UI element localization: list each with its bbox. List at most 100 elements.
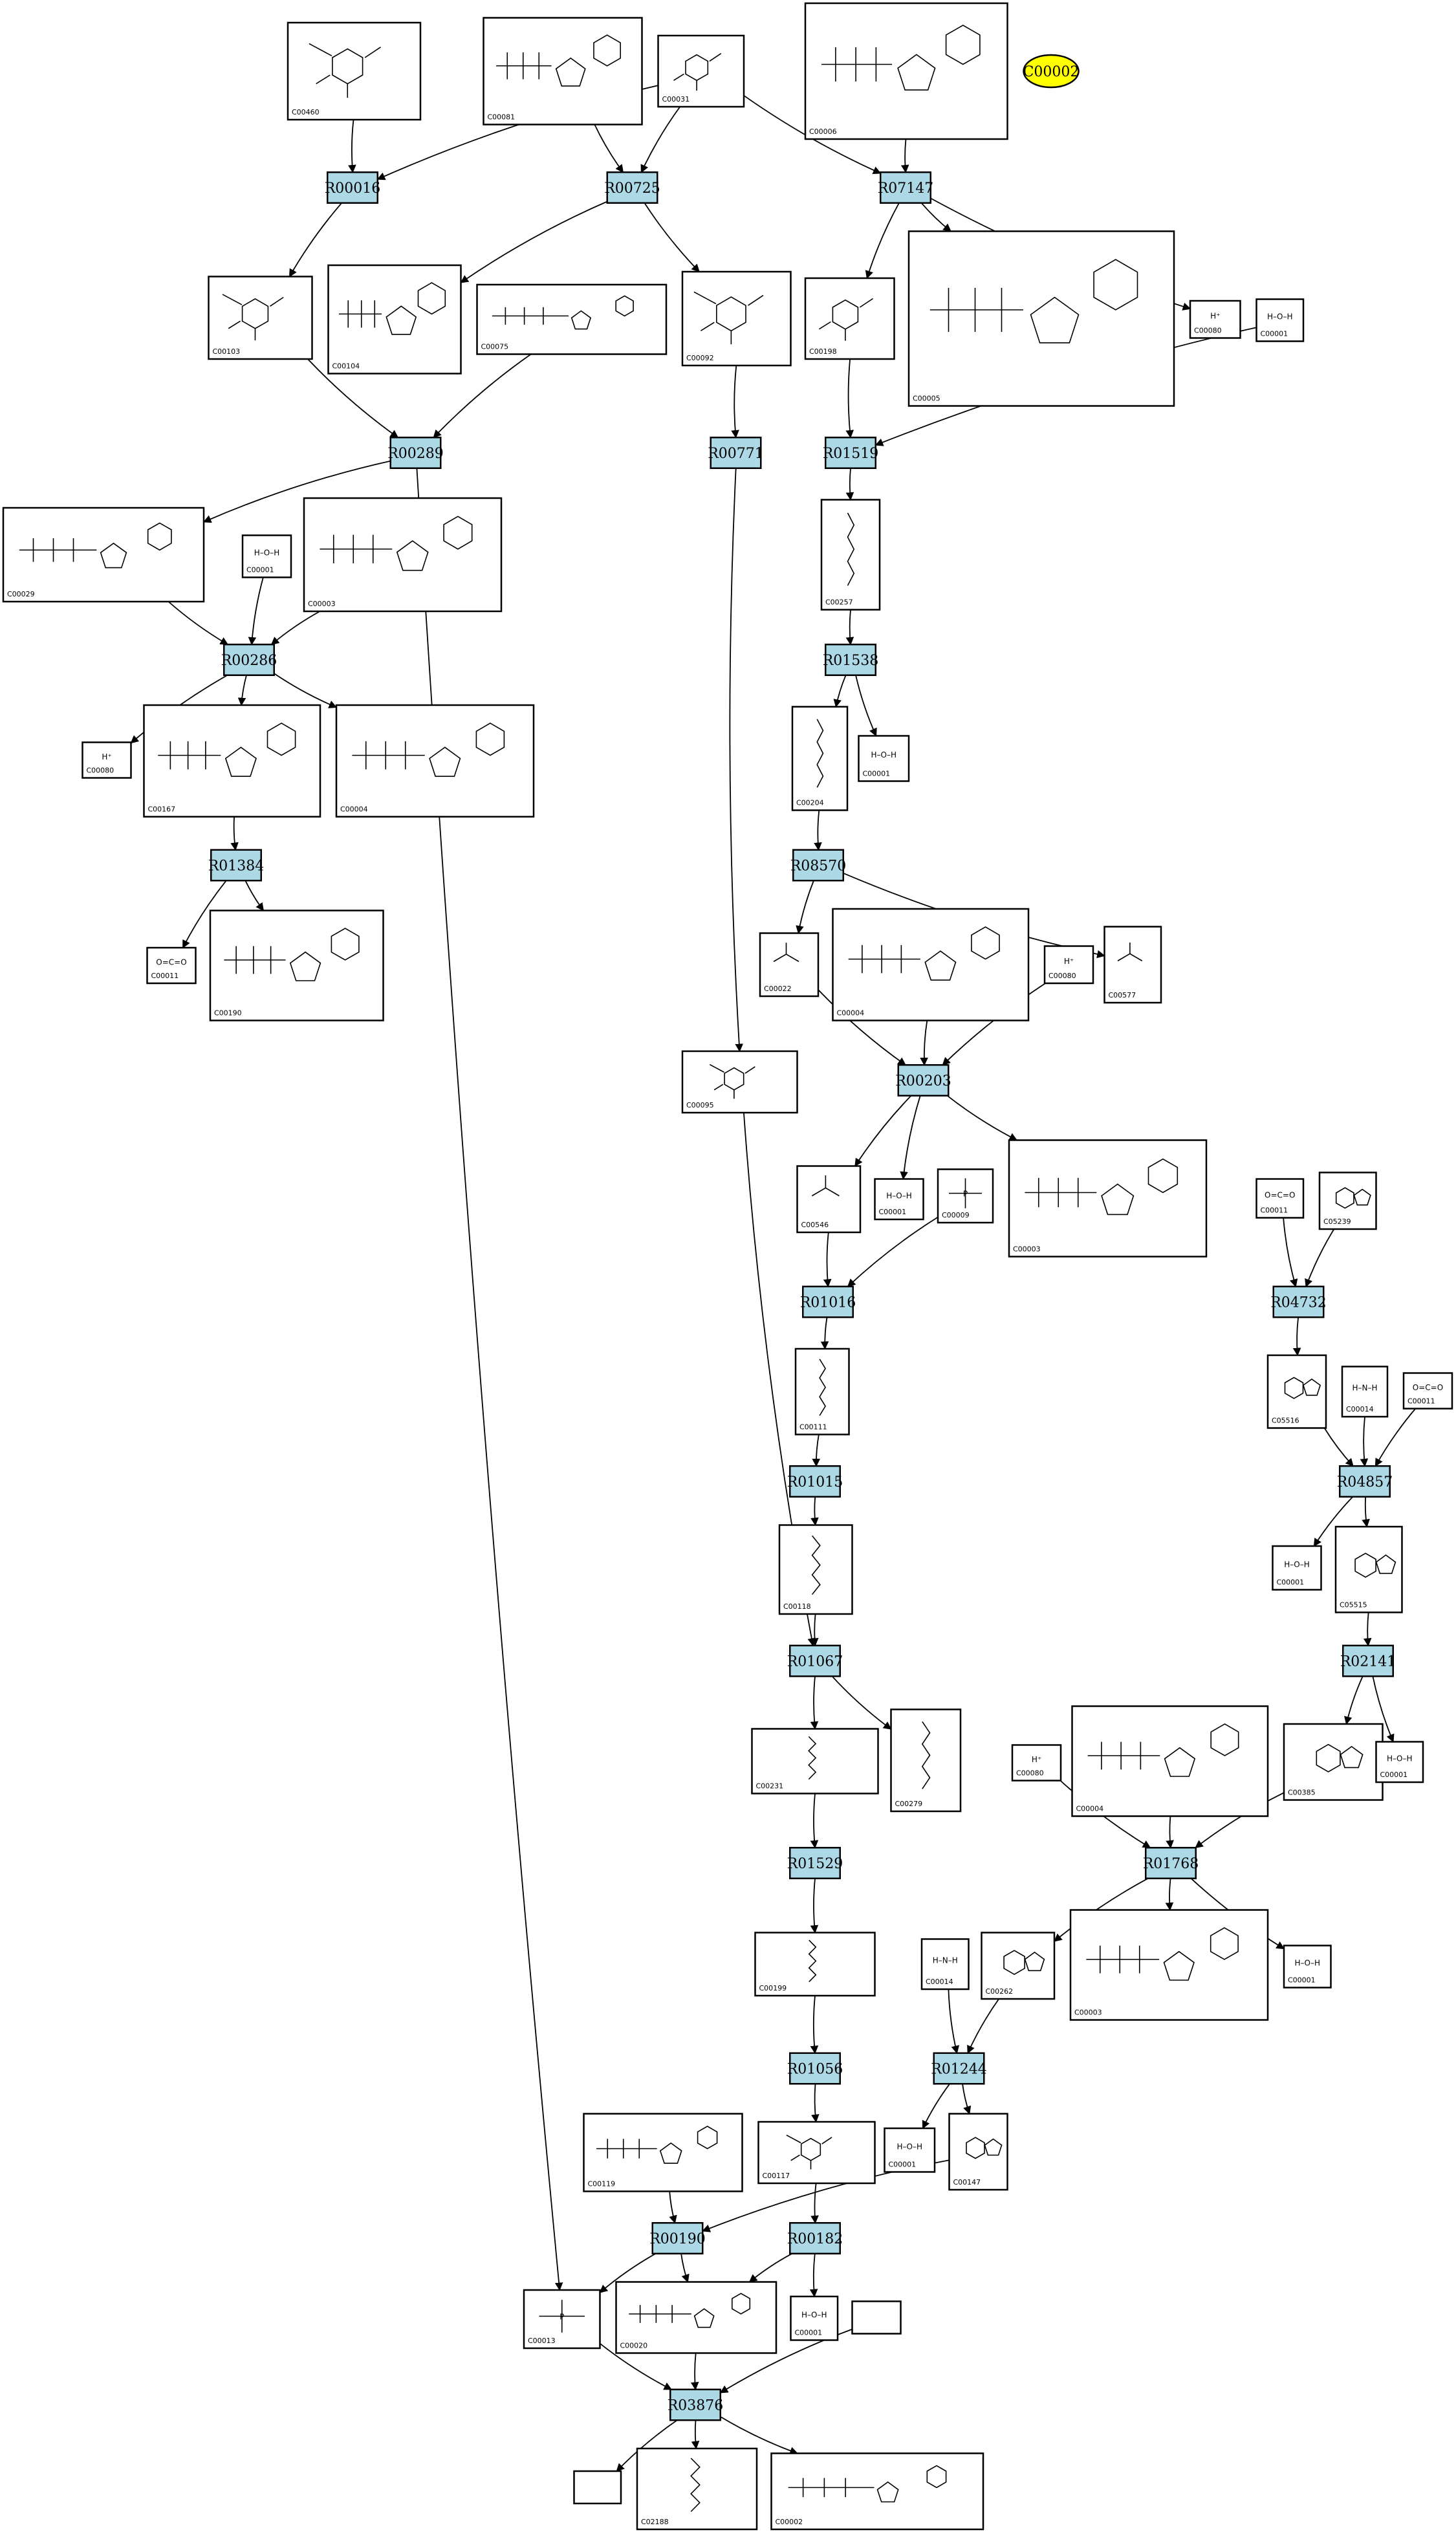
compound-box[interactable]: [1341, 1366, 1389, 1418]
reaction-node[interactable]: R00286: [221, 644, 277, 676]
reaction-node[interactable]: R01056: [787, 2052, 843, 2085]
reaction-box[interactable]: [1339, 1465, 1391, 1498]
reaction-node[interactable]: R08570: [790, 849, 847, 882]
compound-node[interactable]: [573, 2470, 622, 2505]
compound-box[interactable]: [241, 534, 292, 578]
compound-node[interactable]: C00022: [759, 932, 820, 998]
reaction-node[interactable]: R01067: [787, 1644, 843, 1677]
compound-box[interactable]: [1272, 1545, 1322, 1591]
reaction-node[interactable]: R00016: [325, 171, 381, 204]
reaction-node[interactable]: R04732: [1270, 1285, 1327, 1318]
reaction-node[interactable]: R00190: [649, 2222, 706, 2254]
compound-box[interactable]: [832, 908, 1030, 1021]
compound-box[interactable]: [1318, 1172, 1377, 1230]
compound-node[interactable]: C00004: [832, 908, 1030, 1021]
reaction-box[interactable]: [1145, 1847, 1197, 1879]
compound-box[interactable]: [1008, 1139, 1208, 1258]
reaction-box[interactable]: [789, 1644, 841, 1677]
compound-box[interactable]: [335, 704, 535, 818]
compound-box[interactable]: [1375, 1741, 1424, 1783]
compound-box[interactable]: [790, 2295, 839, 2341]
reaction-box[interactable]: [789, 2222, 841, 2254]
compound-box[interactable]: [851, 2300, 902, 2335]
compound-box[interactable]: [1334, 1525, 1403, 1613]
compound-node[interactable]: C00005: [907, 230, 1175, 407]
compound-box[interactable]: [884, 2127, 936, 2173]
reaction-box[interactable]: [389, 437, 442, 469]
compound-node[interactable]: C00003: [1069, 1909, 1269, 2021]
compound-box[interactable]: [681, 270, 792, 367]
reaction-node[interactable]: R00203: [895, 1064, 951, 1096]
compound-node[interactable]: C00004: [335, 704, 535, 818]
reaction-node[interactable]: R00289: [387, 437, 444, 469]
compound-node[interactable]: C00118: [778, 1524, 853, 1615]
reaction-node[interactable]: R01529: [787, 1847, 843, 1879]
compound-node[interactable]: C00002: [770, 2452, 984, 2531]
compound-node[interactable]: H⁺C00080: [81, 741, 132, 779]
compound-box[interactable]: [751, 1728, 879, 1794]
compound-box[interactable]: [796, 1165, 862, 1234]
highlight-ellipse[interactable]: [1023, 54, 1080, 89]
compound-node[interactable]: C00092: [681, 270, 792, 367]
compound-node[interactable]: C02188: [636, 2447, 758, 2531]
compound-box[interactable]: [303, 497, 503, 613]
compound-node[interactable]: C00577: [1103, 926, 1162, 1004]
compound-node[interactable]: C00020: [615, 2281, 777, 2354]
compound-box[interactable]: [920, 1938, 970, 1990]
compound-box[interactable]: [1266, 1354, 1327, 1429]
compound-node[interactable]: C00104: [327, 264, 462, 375]
reaction-node[interactable]: R01244: [931, 2052, 987, 2085]
compound-node[interactable]: C00460: [287, 21, 422, 121]
compound-node[interactable]: C00257: [820, 499, 881, 611]
reaction-node[interactable]: R01016: [800, 1285, 856, 1318]
compound-node[interactable]: C00004: [1071, 1705, 1269, 1817]
reaction-node[interactable]: R00725: [604, 171, 660, 204]
compound-node[interactable]: C05515: [1334, 1525, 1403, 1613]
reaction-node[interactable]: R01768: [1143, 1847, 1199, 1879]
compound-box[interactable]: [287, 21, 422, 121]
compound-box[interactable]: [1071, 1705, 1269, 1817]
reaction-node[interactable]: R01538: [823, 644, 879, 676]
compound-node[interactable]: C00029: [2, 507, 205, 603]
compound-box[interactable]: [583, 2113, 743, 2192]
compound-box[interactable]: [1103, 926, 1162, 1004]
compound-box[interactable]: [573, 2470, 622, 2505]
reaction-box[interactable]: [651, 2222, 704, 2254]
compound-box[interactable]: [2, 507, 205, 603]
compound-box[interactable]: [1283, 1945, 1332, 1989]
compound-box[interactable]: [208, 276, 313, 360]
compound-node[interactable]: C00081: [483, 17, 643, 125]
compound-box[interactable]: [1189, 300, 1241, 339]
reaction-node[interactable]: R04857: [1337, 1465, 1393, 1498]
compound-node[interactable]: C00003: [303, 497, 503, 613]
compound-box[interactable]: [937, 1168, 994, 1224]
compound-node[interactable]: [851, 2300, 902, 2335]
compound-box[interactable]: [483, 17, 643, 125]
reaction-box[interactable]: [210, 849, 262, 882]
compound-box[interactable]: [657, 34, 745, 108]
compound-node[interactable]: C00111: [794, 1347, 850, 1435]
compound-box[interactable]: [615, 2281, 777, 2354]
compound-box[interactable]: [327, 264, 462, 375]
compound-node[interactable]: C00546: [796, 1165, 862, 1234]
compound-box[interactable]: [81, 741, 132, 779]
compound-box[interactable]: [143, 704, 321, 818]
compound-node[interactable]: C00003: [1008, 1139, 1208, 1258]
reaction-node[interactable]: R03876: [668, 2388, 724, 2421]
compound-box[interactable]: [681, 1050, 798, 1114]
compound-box[interactable]: [757, 2121, 876, 2185]
reaction-box[interactable]: [802, 1285, 854, 1318]
compound-node[interactable]: C00119: [583, 2113, 743, 2192]
reaction-node[interactable]: R00771: [708, 437, 764, 469]
compound-node[interactable]: C00147: [948, 2113, 1008, 2191]
compound-box[interactable]: [907, 230, 1175, 407]
compound-box[interactable]: [858, 735, 910, 782]
compound-node[interactable]: C00231: [751, 1728, 879, 1794]
